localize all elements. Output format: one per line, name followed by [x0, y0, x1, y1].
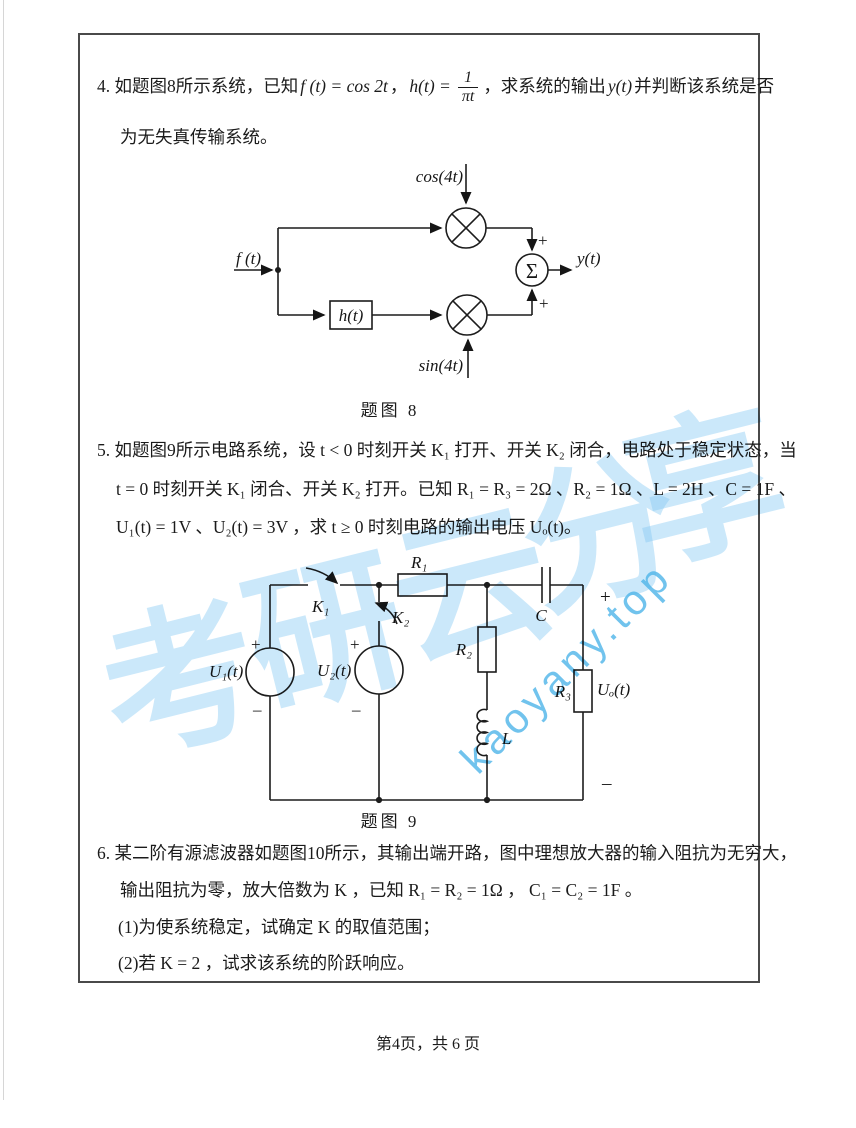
- plus-sign: +: [350, 635, 360, 654]
- formula-f: f (t) = cos 2t: [300, 76, 388, 97]
- fig9-caption: 题图 9: [360, 812, 420, 831]
- l-label: L: [501, 729, 511, 748]
- problem4-text: ，求系统的输出: [483, 76, 606, 97]
- k1-switch-label: K₁: [311, 597, 329, 616]
- h-block: [329, 300, 373, 330]
- comma: ，: [389, 76, 408, 97]
- plus-sign: +: [539, 294, 549, 313]
- c-label: C: [535, 606, 547, 625]
- f-input-label: f (t): [236, 249, 261, 268]
- page-border: [78, 33, 760, 983]
- problem6-line4: (2)若 K = 2 ，试求该系统的阶跃响应。: [118, 953, 415, 973]
- resistor-r2: [477, 626, 497, 673]
- resistor-r1: [397, 573, 448, 597]
- r1-label: R₁: [410, 553, 427, 572]
- r3-label: R₃: [554, 682, 571, 701]
- minus-sign: –: [351, 700, 361, 719]
- problem6-line3: (1)为使系统稳定，试确定 K 的取值范围；: [118, 917, 440, 937]
- problem6-line1: 6. 某二阶有源滤波器如题图10所示，其输出端开路，图中理想放大器的输入阻抗为无…: [97, 843, 797, 863]
- fig9-circuit-diagram: U₁(t) U₂(t) + – + – K₁ K₂ R₁ R₂ R₃ C L U…: [209, 553, 631, 804]
- fig8-block-diagram: cos(4t) sin(4t) f (t) h(t) Σ y(t) + +: [234, 164, 601, 378]
- resistor-r3: [573, 669, 593, 713]
- plus-sign: +: [538, 231, 548, 250]
- u1-source-label: U₁(t): [209, 662, 244, 681]
- problem4-line1: 4. 如题图8所示系统，已知 f (t) = cos 2t ， h(t) = 1…: [97, 60, 774, 114]
- uo-output-label: Uₒ(t): [597, 680, 631, 699]
- sigma-label: Σ: [526, 259, 538, 283]
- k2-switch-label: K₂: [391, 608, 409, 627]
- problem6-line2: 输出阻抗为零，放大倍数为 K ，已知 R₁ = R₂ = 1Ω ， C₁ = C…: [120, 880, 643, 900]
- fraction-numerator: 1: [464, 68, 473, 86]
- plus-sign: +: [251, 635, 261, 654]
- plus-sign: +: [600, 587, 611, 608]
- fig8-caption: 题图 8: [360, 401, 420, 420]
- formula-h: h(t) =: [409, 76, 451, 97]
- switch-k1: [305, 567, 339, 585]
- page-number: 第4页，共 6 页: [375, 1036, 480, 1053]
- problem5-line1: 5. 如题图9所示电路系统，设 t < 0 时刻开关 K₁ 打开、开关 K₂ 闭…: [97, 440, 797, 460]
- r2-label: R₂: [455, 640, 472, 659]
- u2-source-label: U₂(t): [317, 661, 352, 680]
- inductor-l: [476, 708, 490, 757]
- switch-k2: [374, 601, 398, 625]
- voltage-source-u2: [354, 645, 404, 695]
- fraction: 1 πt: [457, 68, 479, 106]
- problem4-line2: 为无失真传输系统。: [120, 127, 278, 147]
- scan-edge-artifact: [3, 0, 4, 1100]
- y-output-label: y(t): [575, 249, 601, 268]
- problem4-text: 4. 如题图8所示系统，已知: [97, 76, 299, 97]
- fraction-denominator: πt: [457, 86, 479, 106]
- voltage-source-u1: [245, 647, 295, 697]
- cos-input-label: cos(4t): [416, 167, 464, 186]
- minus-sign: –: [601, 773, 612, 794]
- h-block-label: h(t): [339, 306, 364, 325]
- formula-y: y(t): [607, 76, 633, 97]
- problem4-text: 并判断该系统是否: [634, 76, 775, 97]
- sin-input-label: sin(4t): [419, 356, 464, 375]
- problem5-line3: U₁(t) = 1V 、U₂(t) = 3V ，求 t ≥ 0 时刻电路的输出电…: [116, 517, 582, 537]
- problem5-line2: t = 0 时刻开关 K₁ 闭合、开关 K₂ 打开。已知 R₁ = R₃ = 2…: [116, 479, 796, 499]
- minus-sign: –: [252, 700, 262, 719]
